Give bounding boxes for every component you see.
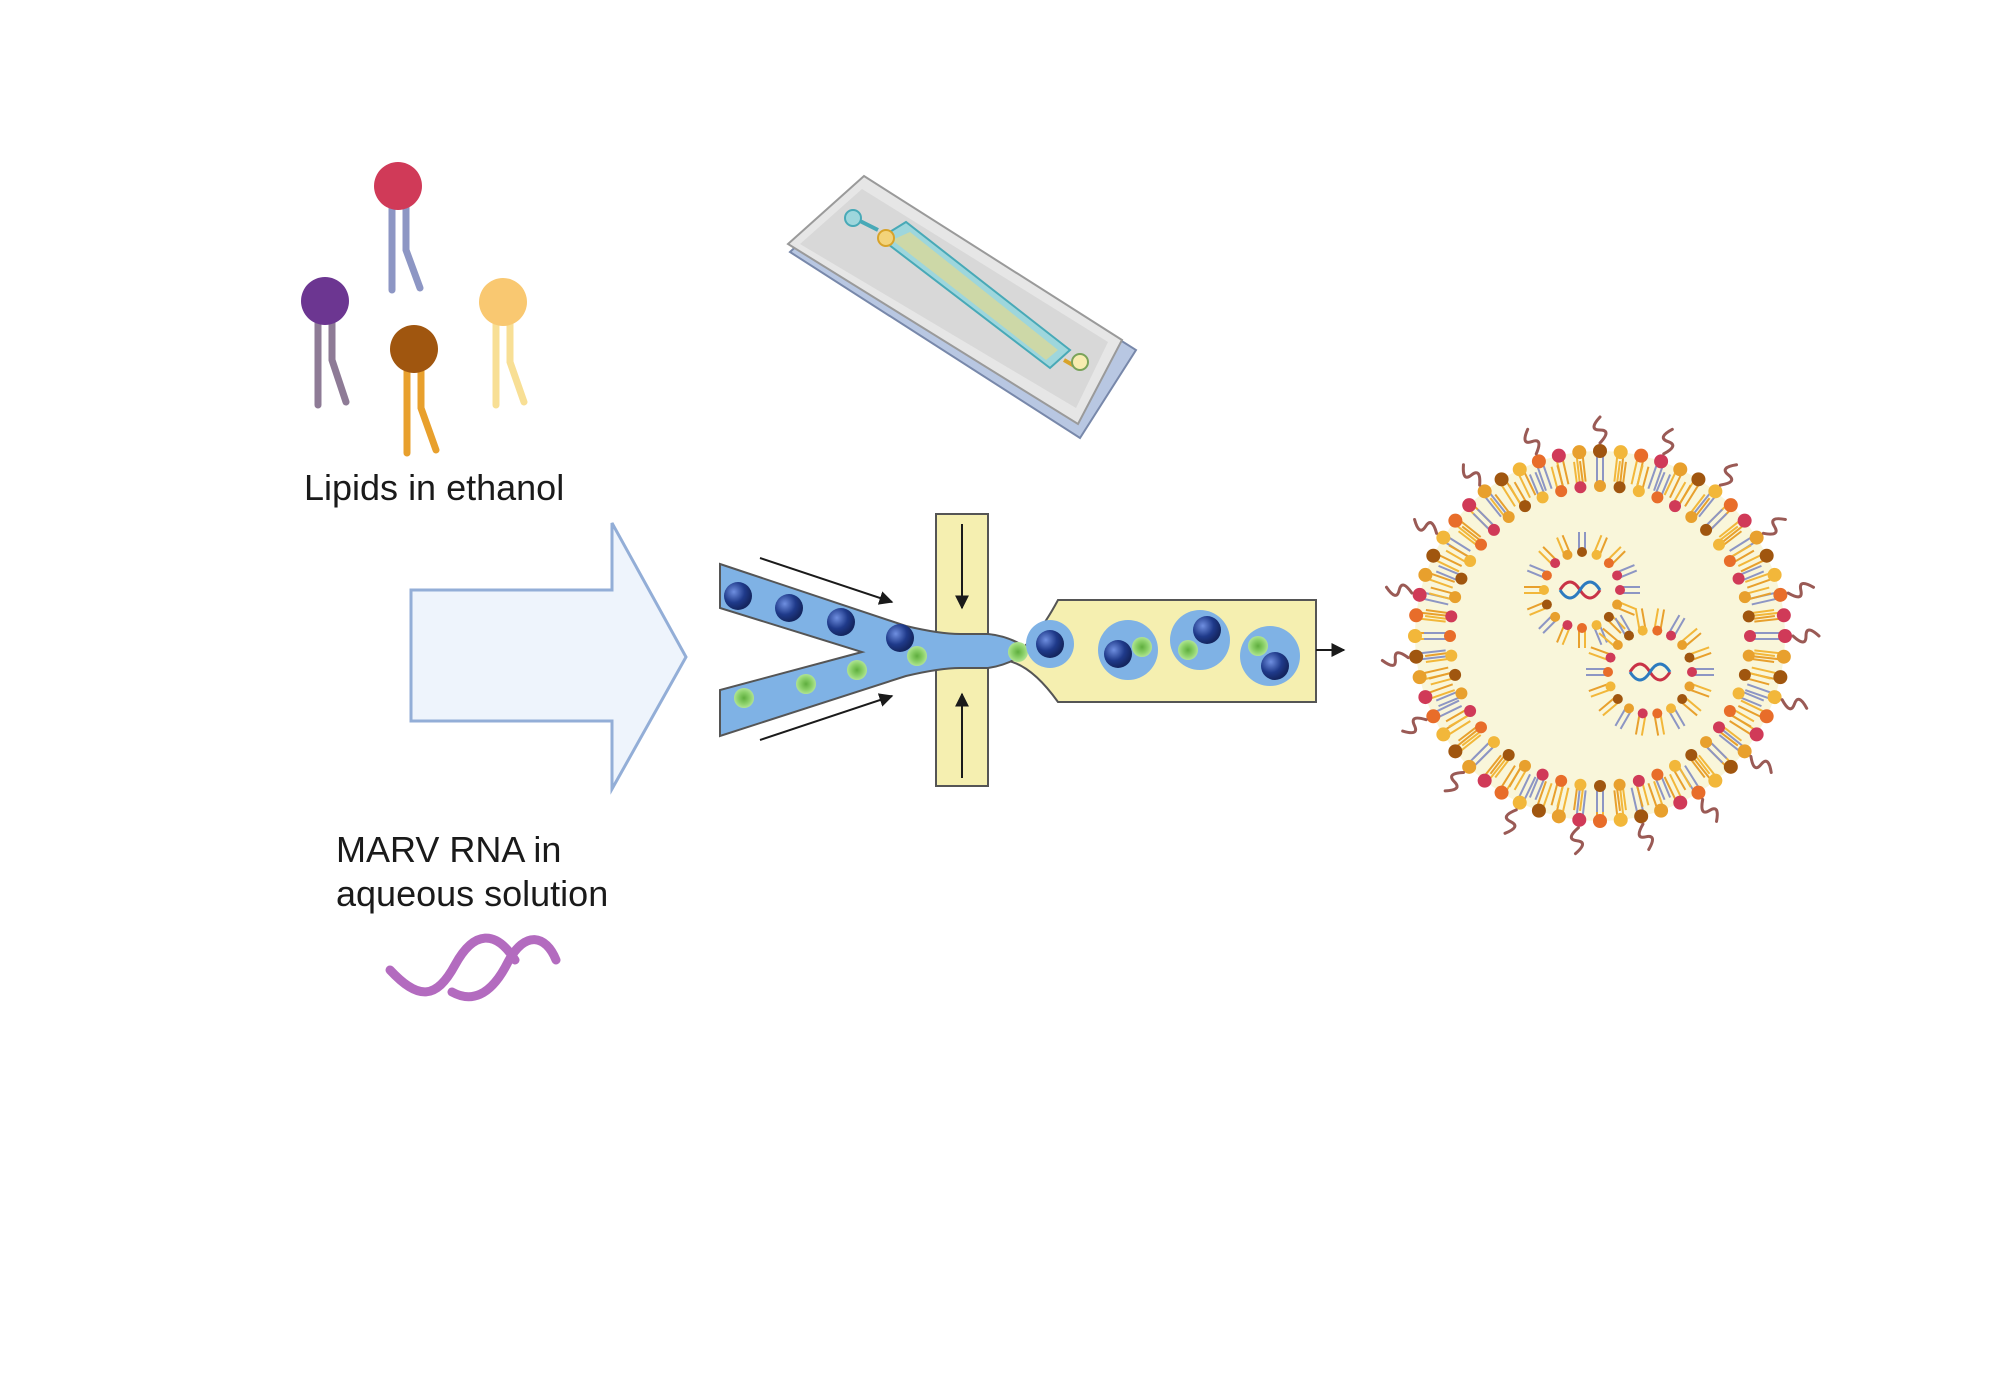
lnp-inner-vesicle bbox=[1586, 608, 1714, 736]
block-arrow-icon bbox=[409, 522, 688, 795]
microfluidic-chip-icon bbox=[786, 174, 1138, 440]
lipid-molecules-group bbox=[301, 162, 528, 457]
lipid-molecule-icon bbox=[301, 277, 350, 409]
lipid-nanoparticle-icon bbox=[1380, 415, 1821, 856]
dna-helix-icon bbox=[1628, 662, 1672, 682]
lnp-outer-shell bbox=[1380, 415, 1821, 856]
rna-label: MARV RNA in aqueous solution bbox=[336, 828, 608, 916]
dna-helix-icon bbox=[1558, 580, 1602, 600]
rna-strand-icon bbox=[385, 933, 561, 1002]
lnp-inner-vesicle bbox=[1524, 532, 1640, 648]
lipid-molecule-icon bbox=[374, 162, 424, 294]
lipid-molecule-icon bbox=[479, 278, 528, 409]
rna-label-line-1: MARV RNA in bbox=[336, 829, 562, 870]
lipid-molecule-icon bbox=[390, 325, 440, 457]
lipids-label: Lipids in ethanol bbox=[304, 467, 565, 508]
microfluidic-junction bbox=[719, 513, 1346, 787]
rna-label-line-2: aqueous solution bbox=[336, 873, 609, 914]
